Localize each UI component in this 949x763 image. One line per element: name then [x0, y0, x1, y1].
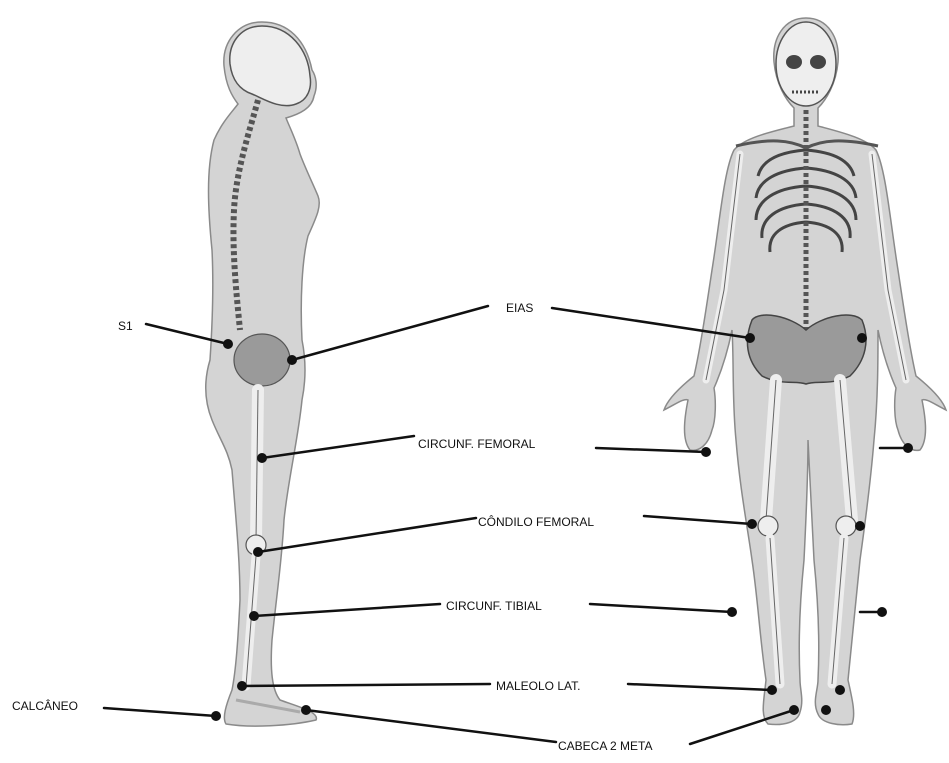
label-condilo-femoral: CÔNDILO FEMORAL [478, 514, 594, 529]
dot-eias-front-left [857, 333, 867, 343]
dot-condilo-side [253, 547, 263, 557]
dot-maleolo-front-right [767, 685, 777, 695]
leader-circunf-tibial-side [254, 604, 440, 616]
front-eye-right [810, 55, 826, 69]
dot-cabeca-front-left [821, 705, 831, 715]
label-calcaneo: CALCÂNEO [12, 698, 78, 713]
front-knee-right [758, 516, 778, 536]
dot-maleolo-side [237, 681, 247, 691]
dot-maleolo-front-left [835, 685, 845, 695]
front-eye-left [786, 55, 802, 69]
label-cabeca-2-meta: CABECA 2 META [558, 739, 652, 753]
dot-eias-side [287, 355, 297, 365]
dot-tibial-side [249, 611, 259, 621]
side-view-figure [206, 22, 320, 726]
label-circunf-femoral: CIRCUNF. FEMORAL [418, 437, 536, 451]
leader-condilo-front [644, 516, 752, 524]
dot-femoral-front-right [701, 447, 711, 457]
label-maleolo-lat: MALEOLO LAT. [496, 679, 580, 693]
leader-maleolo-side [242, 684, 490, 686]
dot-condilo-front-right [747, 519, 757, 529]
side-pelvis [234, 334, 290, 386]
leader-calcaneo [104, 708, 216, 716]
label-s1: S1 [118, 319, 133, 333]
dot-femoral-side [257, 453, 267, 463]
label-eias: EIAS [506, 301, 533, 315]
dot-s1 [223, 339, 233, 349]
leader-maleolo-front [628, 684, 772, 690]
front-knee-left [836, 516, 856, 536]
label-circunf-tibial: CIRCUNF. TIBIAL [446, 599, 542, 613]
dot-cabeca-front-right [789, 705, 799, 715]
leader-condilo-side [258, 518, 476, 552]
dot-eias-front-right [745, 333, 755, 343]
leader-eias-side [292, 306, 488, 360]
front-view-figure [664, 18, 946, 725]
dot-condilo-front-left [855, 521, 865, 531]
leader-cabeca-front [690, 710, 794, 744]
dot-tibial-front-left [877, 607, 887, 617]
dot-cabeca-side [301, 705, 311, 715]
dot-calcaneo [211, 711, 221, 721]
dot-tibial-front-right [727, 607, 737, 617]
leader-cabeca-side [306, 710, 556, 742]
dot-femoral-front-left [903, 443, 913, 453]
